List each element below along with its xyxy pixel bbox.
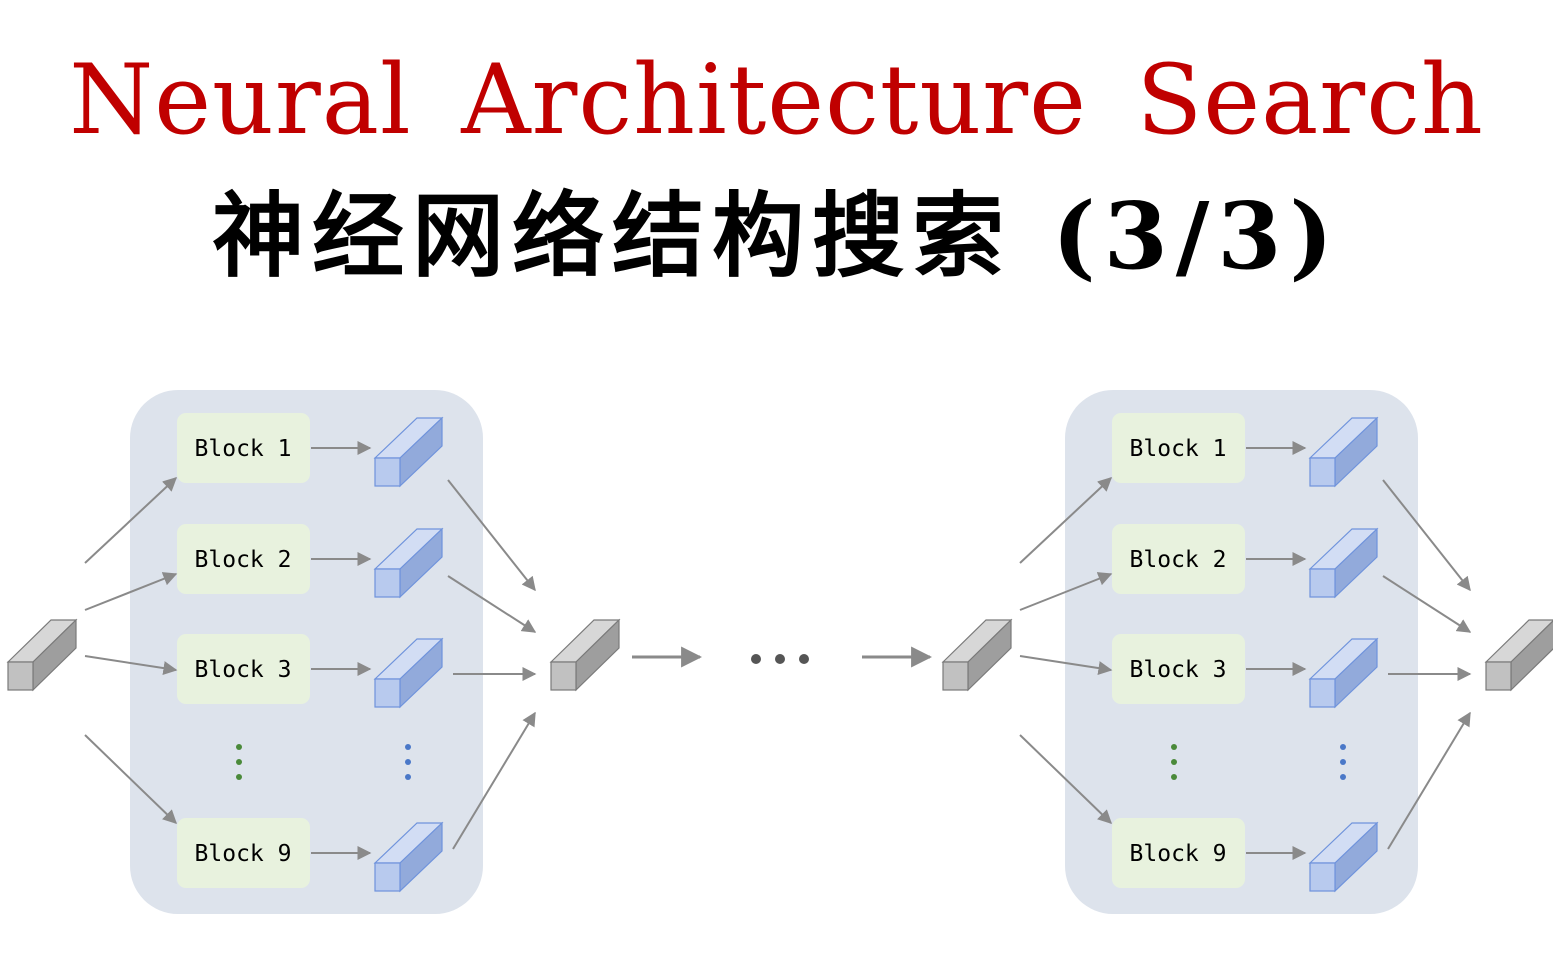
input-arrow — [1019, 477, 1113, 564]
merge-arrow — [447, 575, 537, 633]
output-cube — [1308, 527, 1379, 599]
block-label: Block 2 — [195, 547, 292, 573]
block-label: Block 1 — [195, 436, 292, 462]
feature-cube — [549, 618, 621, 692]
block-label: Block 9 — [195, 841, 292, 867]
input-arrow — [84, 477, 178, 564]
input-arrow — [1019, 572, 1113, 611]
output-cube — [373, 527, 444, 599]
input-arrow — [84, 572, 178, 611]
output-cube — [373, 821, 444, 893]
merge-arrow — [447, 479, 536, 592]
output-cube — [373, 637, 444, 709]
block-box — [1112, 634, 1245, 704]
cube-ellipsis — [405, 744, 411, 780]
block-box — [1112, 413, 1245, 483]
block-label: Block 9 — [1130, 841, 1227, 867]
input-arrow — [84, 734, 178, 824]
feature-cube — [941, 618, 1013, 692]
input-arrow — [84, 655, 178, 676]
block-label: Block 1 — [1130, 436, 1227, 462]
output-cube — [1308, 637, 1379, 709]
block-ellipsis — [236, 744, 242, 780]
input-arrow — [1019, 734, 1113, 824]
merge-arrow — [1387, 711, 1471, 850]
block-label: Block 3 — [1130, 657, 1227, 683]
merge-arrow — [452, 711, 536, 850]
block-box — [1112, 524, 1245, 594]
block-box — [177, 634, 310, 704]
block-box — [177, 524, 310, 594]
block-label: Block 2 — [1130, 547, 1227, 573]
cube-ellipsis — [1340, 744, 1346, 780]
block-label: Block 3 — [195, 657, 292, 683]
merge-arrow — [1382, 479, 1471, 592]
subtitle: 神经网络结构搜索 (3/3) — [212, 182, 1341, 290]
block-box — [1112, 818, 1245, 888]
title: Neural Architecture Search — [69, 44, 1484, 156]
block-box — [177, 413, 310, 483]
output-cube — [1308, 416, 1379, 488]
output-cube — [373, 416, 444, 488]
ellipsis-dots — [751, 654, 809, 664]
input-arrow — [1019, 655, 1113, 676]
output-cube — [1308, 821, 1379, 893]
merge-arrow — [1382, 575, 1472, 633]
block-ellipsis — [1171, 744, 1177, 780]
block-box — [177, 818, 310, 888]
feature-cube — [1484, 619, 1553, 692]
feature-cube — [6, 618, 78, 692]
